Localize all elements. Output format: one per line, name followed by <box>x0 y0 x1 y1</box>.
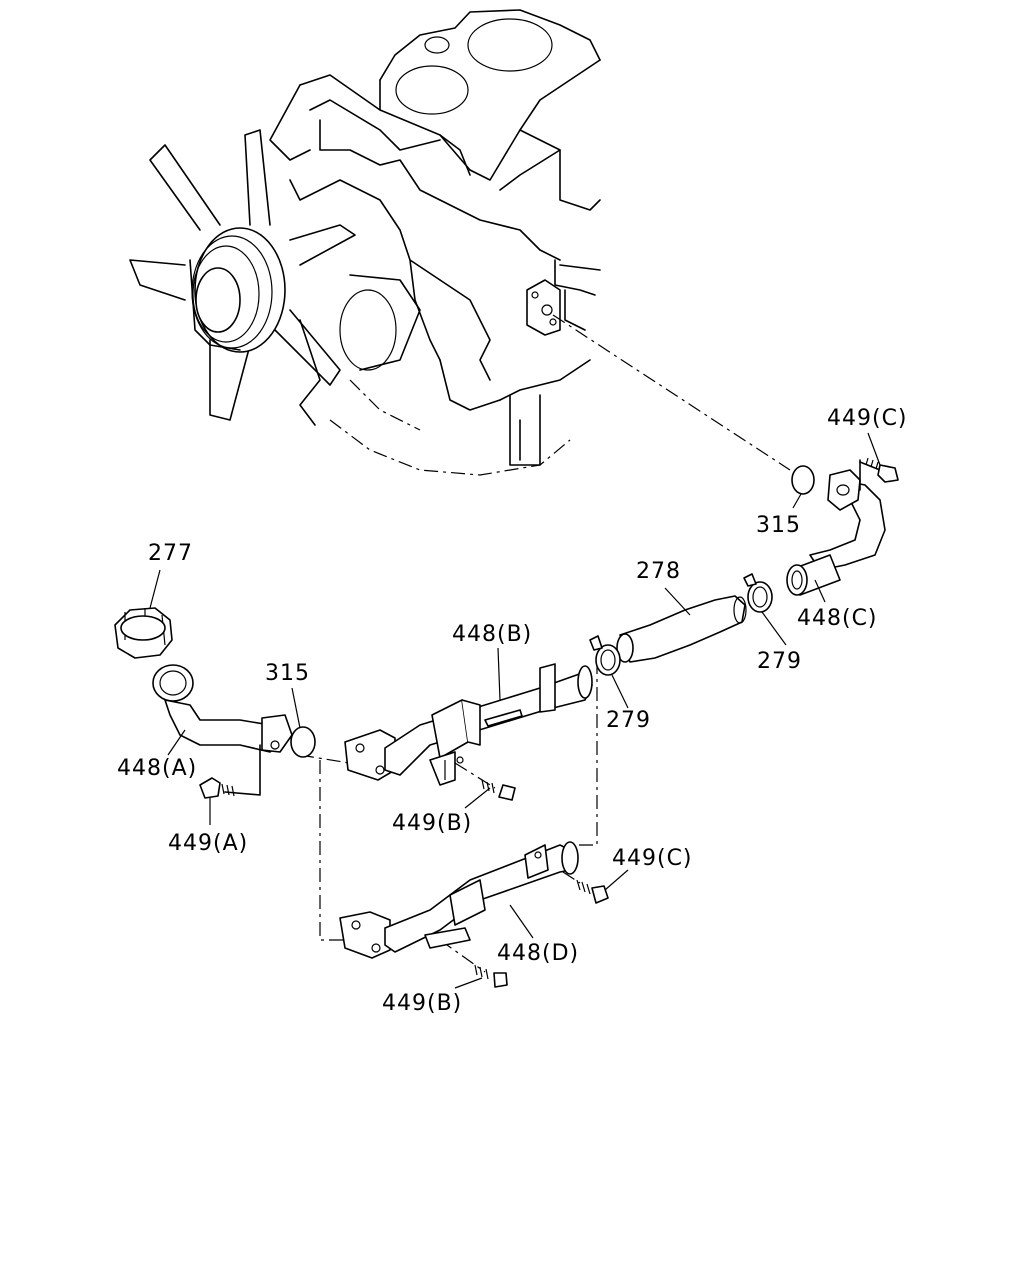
radiator-cap-277 <box>114 607 173 659</box>
pipe-448b <box>344 663 593 786</box>
label-448d: 448(D) <box>497 941 579 966</box>
label-449c-top: 449(C) <box>827 406 908 431</box>
label-315-top: 315 <box>756 513 801 538</box>
leader-lines <box>149 432 881 989</box>
hose-278 <box>616 595 747 663</box>
o-ring-315-top <box>791 465 815 495</box>
pipe-448a <box>152 664 293 753</box>
label-448a: 448(A) <box>117 756 197 781</box>
label-449c-low: 449(C) <box>612 846 693 871</box>
label-448b: 448(B) <box>452 622 532 647</box>
bolt-449a <box>199 744 261 799</box>
bolt-449c-top <box>859 457 899 491</box>
bolt-449c-low <box>576 879 609 904</box>
part-labels: 449(C) 315 278 448(C) 279 277 448(B) 315… <box>117 406 908 1016</box>
label-449a: 449(A) <box>168 831 248 856</box>
label-277: 277 <box>148 541 193 566</box>
label-279-mid: 279 <box>606 708 651 733</box>
label-315-left: 315 <box>265 661 310 686</box>
fan-assembly <box>129 129 356 426</box>
label-279-right: 279 <box>757 649 802 674</box>
label-448c: 448(C) <box>797 606 878 631</box>
connection-lines <box>299 314 791 973</box>
bolt-449b-low <box>474 964 508 988</box>
pipe-448d <box>339 841 579 959</box>
o-ring-315-left <box>290 726 316 758</box>
label-278: 278 <box>636 559 681 584</box>
clamp-279-mid <box>589 635 621 676</box>
label-449b-mid: 449(B) <box>392 811 472 836</box>
label-449b-low: 449(B) <box>382 991 462 1016</box>
engine-block <box>269 9 601 476</box>
clamp-279-right <box>743 573 773 613</box>
pipe-448c <box>786 469 886 596</box>
bolt-449b-mid <box>481 779 516 801</box>
